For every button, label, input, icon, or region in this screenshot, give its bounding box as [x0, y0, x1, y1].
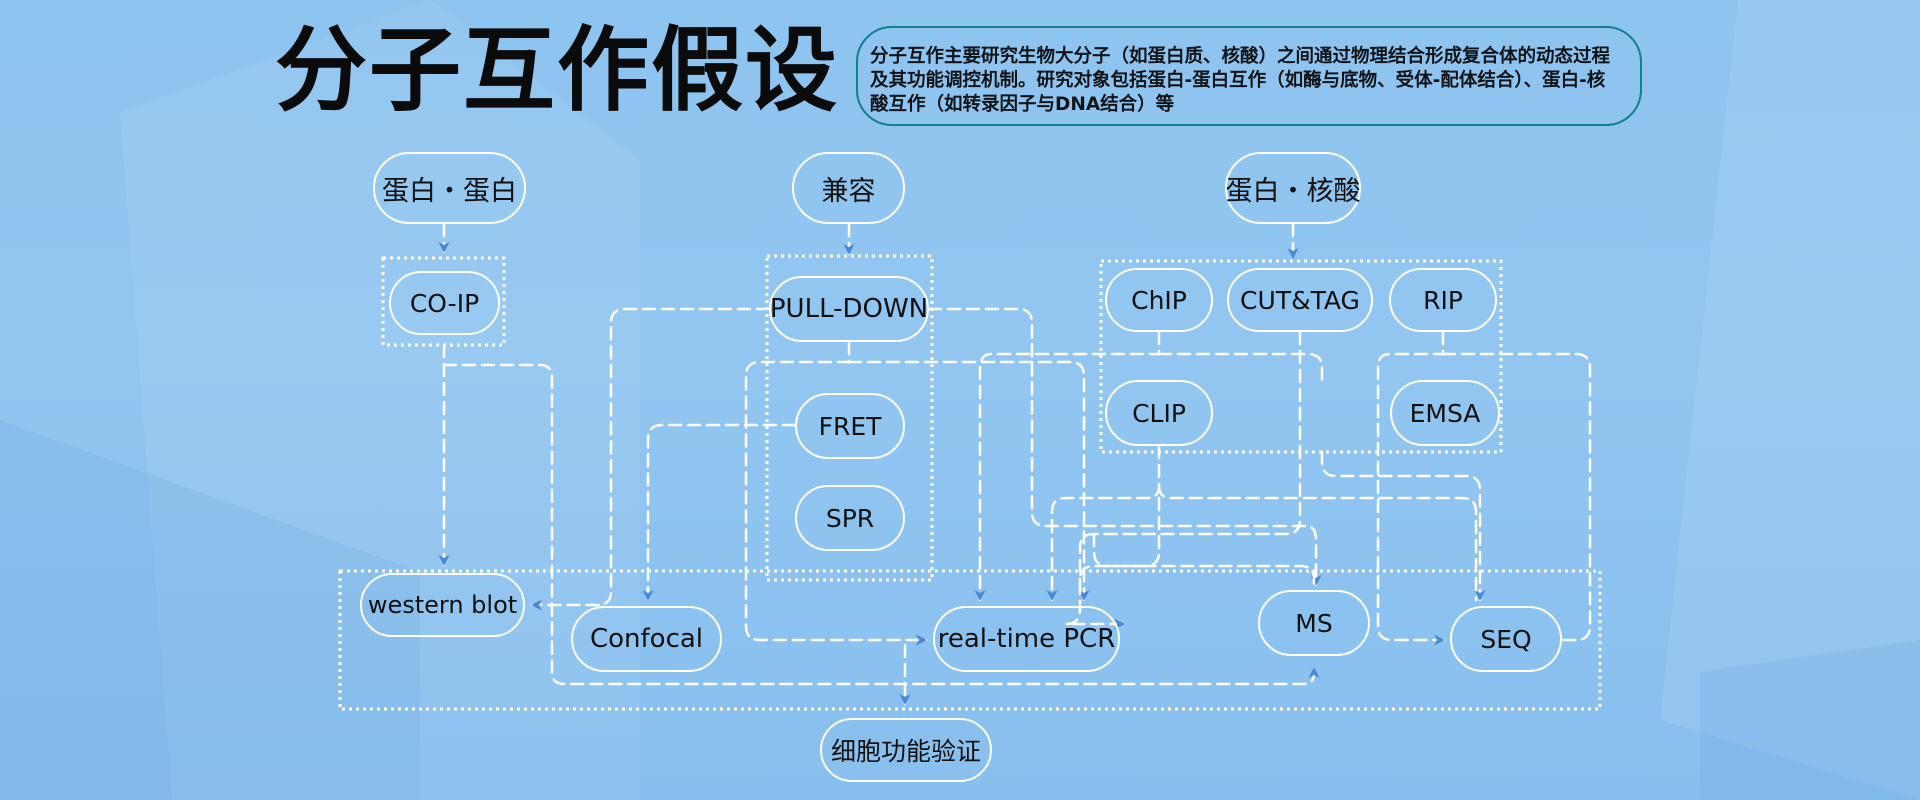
line-chip-branch: [1157, 352, 1324, 382]
arrow-fret-to-confocal: [642, 423, 797, 602]
node-protein-nucleic[interactable]: 蛋白・核酸: [1225, 152, 1361, 224]
arrow-clip-to-qpcr: [1046, 444, 1161, 602]
line-cuttag-down: [1078, 330, 1302, 582]
node-ms[interactable]: MS: [1258, 590, 1370, 656]
arrow-cuttag-to-seq: [1320, 450, 1486, 602]
node-protein-protein[interactable]: 蛋白・蛋白: [373, 152, 526, 224]
node-label: RIP: [1423, 285, 1463, 315]
node-fret[interactable]: FRET: [795, 393, 905, 459]
arrow-clip-to-qpcr-right: [1064, 496, 1161, 630]
arrow-pulldown-to-qpcr: [744, 340, 928, 646]
node-label: EMSA: [1409, 398, 1481, 428]
node-label: FRET: [818, 411, 882, 441]
node-seq[interactable]: SEQ: [1450, 606, 1562, 672]
node-label: CLIP: [1132, 398, 1186, 428]
node-label: 细胞功能验证: [830, 737, 981, 766]
arrow-coip-to-ms: [442, 363, 1320, 686]
node-western-blot[interactable]: western blot: [360, 573, 525, 637]
node-label: SPR: [825, 503, 875, 533]
node-label: ChIP: [1131, 285, 1187, 315]
node-label: 蛋白・核酸: [1225, 175, 1361, 207]
node-clip[interactable]: CLIP: [1105, 380, 1213, 446]
arrow-pulldown-to-qpcr-right: [847, 360, 1090, 602]
line-clip-to-seq: [1157, 484, 1478, 602]
node-label: 蛋白・蛋白: [382, 175, 517, 207]
group-box-validation: [338, 569, 1602, 711]
node-rip[interactable]: RIP: [1389, 268, 1497, 332]
node-cuttag[interactable]: CUT&TAG: [1227, 268, 1373, 332]
node-pulldown[interactable]: PULL-DOWN: [769, 276, 929, 342]
line-rip-loop: [1441, 352, 1592, 642]
node-label: real-time PCR: [937, 624, 1116, 654]
node-emsa[interactable]: EMSA: [1390, 380, 1500, 446]
node-label: CO-IP: [409, 288, 480, 318]
node-label: CUT&TAG: [1240, 285, 1360, 315]
node-spr[interactable]: SPR: [795, 485, 905, 551]
node-real-time-pcr[interactable]: real-time PCR: [933, 606, 1120, 672]
node-confocal[interactable]: Confocal: [571, 606, 722, 672]
arrow-pulldown-to-western: [530, 307, 771, 611]
node-compatible[interactable]: 兼容: [792, 152, 905, 224]
node-label: western blot: [367, 591, 518, 619]
line-cross-to-ms: [1092, 532, 1316, 587]
intro-description: 分子互作主要研究生物大分子（如蛋白质、核酸）之间通过物理结合形成复合体的动态过程…: [856, 26, 1642, 126]
node-label: Confocal: [589, 624, 704, 654]
arrow-pulldown-to-ms: [927, 307, 1322, 587]
arrow-rip-to-seq: [1376, 330, 1446, 646]
node-label: MS: [1295, 608, 1333, 638]
arrow-chip-to-qpcr: [974, 330, 1161, 602]
node-label: PULL-DOWN: [769, 294, 929, 324]
page-title: 分子互作假设: [275, 16, 840, 124]
node-chip[interactable]: ChIP: [1105, 268, 1213, 332]
node-coip[interactable]: CO-IP: [389, 271, 500, 335]
node-label: 兼容: [821, 175, 876, 207]
node-label: SEQ: [1480, 624, 1532, 654]
node-cell-function[interactable]: 细胞功能验证: [820, 718, 992, 782]
